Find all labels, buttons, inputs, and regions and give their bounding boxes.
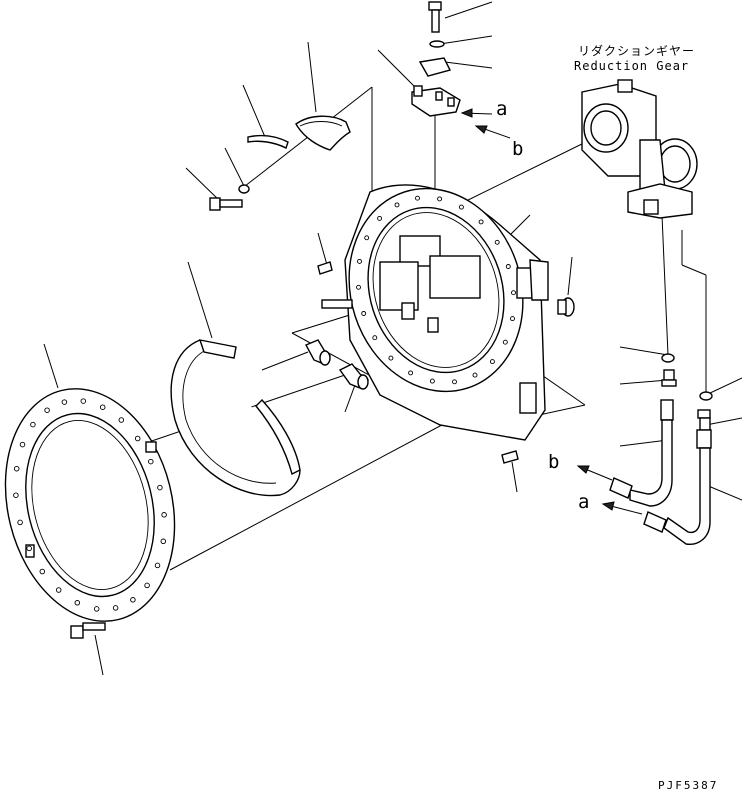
bolt-hole	[489, 359, 495, 365]
hose-b	[609, 399, 674, 507]
bolt-hole	[408, 370, 414, 376]
bolt-hole	[429, 378, 435, 384]
mounting-bracket	[411, 57, 461, 117]
bolt-hole	[415, 195, 420, 201]
bolt-hole	[154, 562, 161, 569]
drawing-code: PJF5387	[658, 779, 719, 792]
bolt-hole	[13, 465, 20, 472]
bolt-hole	[394, 202, 400, 208]
hex-bolt-left	[209, 197, 243, 211]
small-washer	[238, 184, 250, 194]
o-ring-2	[699, 391, 713, 401]
bolt-hole	[361, 311, 367, 316]
bolt-hole	[118, 417, 125, 423]
arrow-a-top	[460, 108, 493, 118]
bolt-hole	[377, 215, 383, 221]
bolt-hole	[144, 582, 150, 589]
reduction-gear-label-jp: リダクションギヤー	[578, 44, 696, 58]
bolt-hole	[39, 568, 46, 575]
bolt-hole	[388, 355, 394, 361]
bolt-hole	[17, 519, 23, 526]
bolt-hole	[80, 398, 87, 404]
reduction-gear	[581, 79, 698, 219]
breather-plug	[557, 297, 575, 317]
arrow-a-bottom	[601, 501, 643, 515]
seal-ring	[170, 339, 301, 497]
bolt-hole	[44, 407, 50, 413]
bolt-hole	[30, 421, 36, 428]
bolt-hole	[55, 587, 62, 593]
arrow-b-bottom	[576, 465, 613, 481]
top-washer	[429, 40, 445, 48]
bolt-hole	[130, 597, 136, 603]
ref-a-bottom-label: a	[578, 491, 590, 513]
bolt-hole	[437, 196, 443, 202]
dowel-pin-lower	[501, 450, 519, 464]
o-ring-1	[661, 353, 675, 363]
cover-gasket	[247, 134, 289, 149]
ref-b-bottom-label: b	[548, 451, 560, 473]
elbow-fitting-1	[305, 339, 331, 366]
leader-lines	[43, 1, 742, 676]
bolt-hole	[372, 335, 378, 341]
bolt-hole	[13, 492, 19, 498]
bolt-hole	[478, 219, 484, 225]
ref-a-top-label: a	[496, 98, 508, 120]
bolt-hole	[112, 605, 119, 611]
bolt-hole	[61, 399, 68, 405]
cover-plate	[295, 115, 351, 151]
ring-flange-holes	[13, 398, 167, 612]
bolt-hole	[26, 545, 32, 552]
housing-flange-holes	[356, 195, 516, 385]
bolt-hole	[511, 290, 516, 296]
bolt-hole	[458, 204, 464, 210]
bolt-hole	[161, 512, 167, 518]
bolt-hole	[134, 435, 141, 442]
bolt-hole	[93, 606, 100, 612]
bolt-hole	[505, 264, 511, 269]
bolt-hole	[160, 538, 167, 545]
bolt-hole	[502, 339, 508, 345]
elbow-fitting-2	[338, 363, 370, 390]
bolt-hole	[510, 316, 515, 322]
ring-flange	[4, 388, 176, 622]
bolt-hole	[494, 239, 500, 245]
bolt-hole	[356, 284, 361, 290]
bolt-hole	[364, 235, 370, 241]
bolt-hole	[74, 600, 81, 606]
bolt-hole	[148, 458, 154, 465]
reduction-gear-label-en: Reduction Gear	[574, 59, 690, 73]
hose-a	[643, 429, 712, 545]
ref-b-top-label: b	[512, 138, 524, 160]
bolt-hole	[157, 484, 163, 491]
bolt-hole	[357, 258, 362, 264]
dowel-pin-upper	[317, 261, 333, 275]
main-housing	[321, 184, 549, 441]
top-bolt	[428, 1, 442, 33]
bolt-hole	[472, 372, 478, 378]
arrow-b-top	[474, 125, 511, 139]
bolt-hole	[19, 441, 26, 448]
bolt-hole	[99, 404, 106, 410]
flange-bolt	[70, 622, 106, 639]
bolt-hole	[452, 379, 457, 385]
adapter-1	[661, 369, 677, 387]
adapter-2	[697, 409, 711, 431]
